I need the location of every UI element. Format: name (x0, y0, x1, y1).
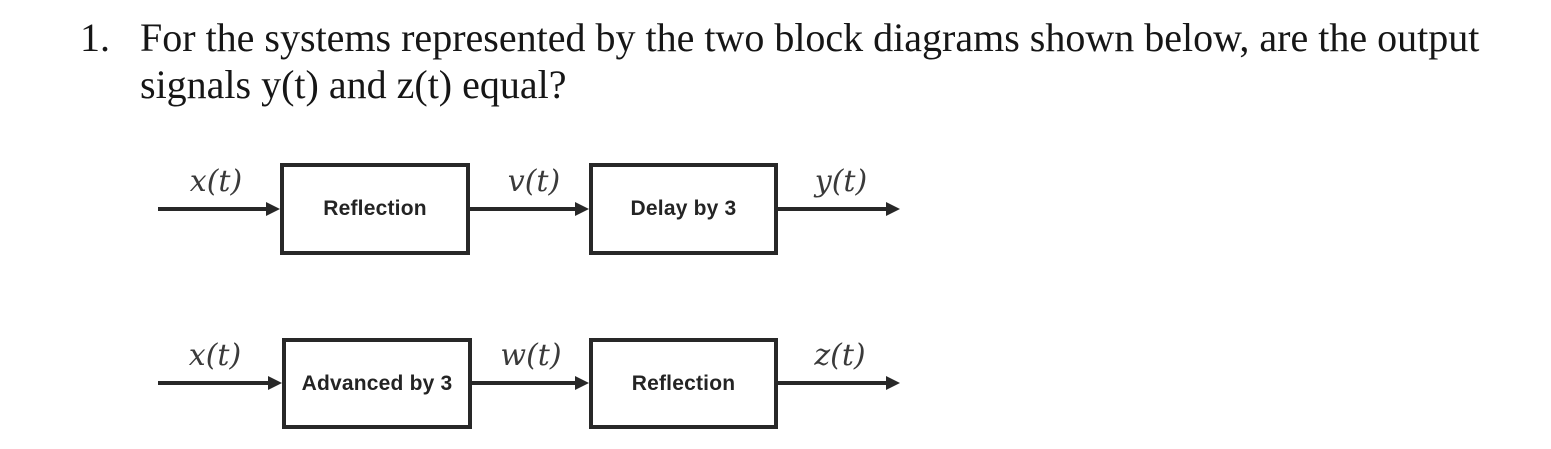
input-arrow-line-1 (158, 207, 266, 211)
question-text-line-1: For the systems represented by the two b… (140, 15, 1480, 60)
question-statement: 1. For the systems represented by the tw… (80, 14, 1479, 108)
question-text: For the systems represented by the two b… (140, 14, 1479, 108)
signal-label-y: y(t) (814, 164, 868, 199)
mid-arrow-line-1 (470, 207, 575, 211)
output-arrow-line-1 (778, 207, 886, 211)
input-arrowhead-icon-1 (266, 202, 280, 216)
input-arrowhead-icon-2 (268, 376, 282, 390)
signal-label-w: w(t) (500, 338, 562, 373)
output-arrowhead-icon-2 (886, 376, 900, 390)
signal-label-x2: x(t) (188, 338, 242, 373)
block-reflection-1: Reflection (280, 163, 470, 255)
mid-arrowhead-icon-1 (575, 202, 589, 216)
output-arrowhead-icon-1 (886, 202, 900, 216)
block-reflection-2: Reflection (589, 338, 778, 429)
mid-arrowhead-icon-2 (575, 376, 589, 390)
mid-arrow-line-2 (472, 381, 575, 385)
block-advance: Advanced by 3 (282, 338, 472, 429)
signal-label-v: v(t) (507, 164, 561, 199)
question-text-line-2: signals y(t) and z(t) equal? (140, 62, 567, 107)
signal-label-z: z(t) (814, 338, 866, 373)
output-arrow-line-2 (778, 381, 886, 385)
block-label-reflection-1: Reflection (323, 197, 427, 220)
signal-label-x1: x(t) (189, 164, 243, 199)
question-number: 1. (80, 15, 110, 60)
block-label-reflection-2: Reflection (631, 371, 736, 395)
input-arrow-line-2 (158, 381, 268, 385)
block-label-advance: Advanced by 3 (301, 371, 453, 395)
block-label-delay: Delay by 3 (630, 197, 737, 220)
block-delay: Delay by 3 (589, 163, 778, 255)
